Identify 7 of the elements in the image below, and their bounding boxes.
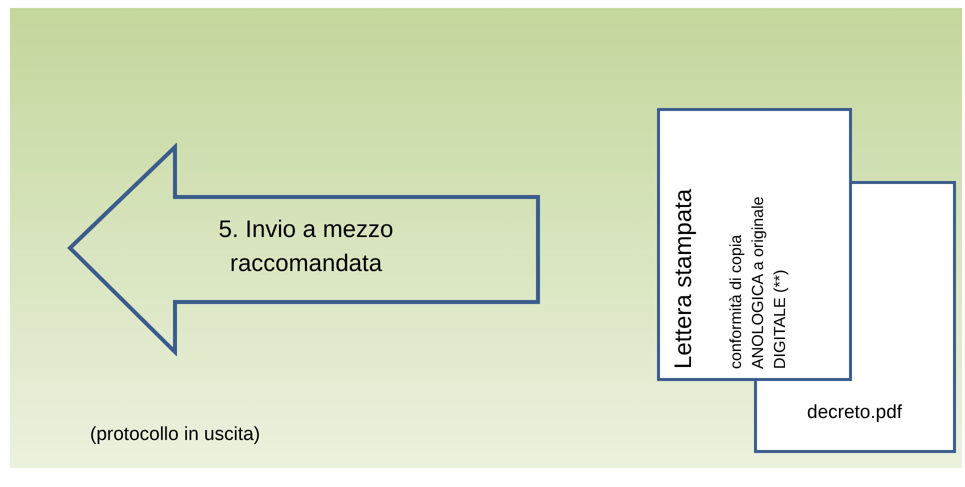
document-note: conformità di copia ANOLOGICA a originale DIGITALE (**): [727, 195, 790, 369]
note-text: (protocollo in uscita): [90, 424, 260, 446]
document-title: Lettera stampata: [670, 188, 698, 369]
arrow-label: 5. Invio a mezzo raccomandata: [218, 215, 394, 279]
block-arrow: [66, 143, 542, 356]
file-name: decreto.pdf: [807, 402, 902, 424]
document-sheet: [657, 108, 852, 381]
